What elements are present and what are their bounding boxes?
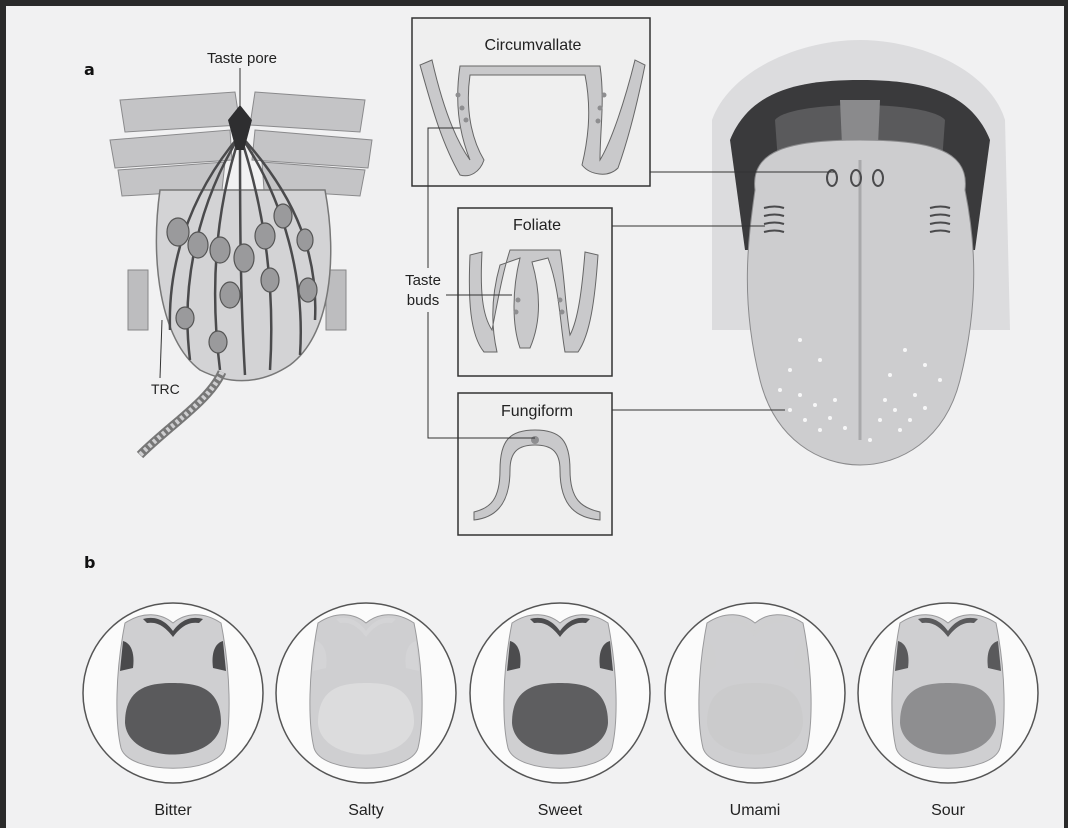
taste-label: Salty	[348, 802, 384, 819]
taste-label: Bitter	[154, 802, 192, 819]
front-zone	[125, 683, 221, 755]
taste-label: Sweet	[538, 802, 583, 819]
trc-label: TRC	[151, 381, 180, 397]
panel-b-letter: b	[84, 553, 95, 572]
front-zone	[318, 683, 414, 755]
panel-a-letter: a	[84, 60, 95, 79]
foliate-label: Foliate	[513, 217, 561, 234]
taste-buds-label-line1: Taste	[405, 272, 441, 289]
taste-label: Sour	[931, 802, 965, 819]
front-zone	[512, 683, 608, 755]
taste-pore-label: Taste pore	[207, 50, 277, 67]
front-zone	[900, 683, 996, 755]
front-zone	[707, 683, 803, 755]
circumvallate-label: Circumvallate	[485, 37, 582, 54]
fungiform-label: Fungiform	[501, 403, 573, 420]
taste-label: Umami	[730, 802, 781, 819]
taste-buds-label-line2: buds	[407, 292, 440, 309]
